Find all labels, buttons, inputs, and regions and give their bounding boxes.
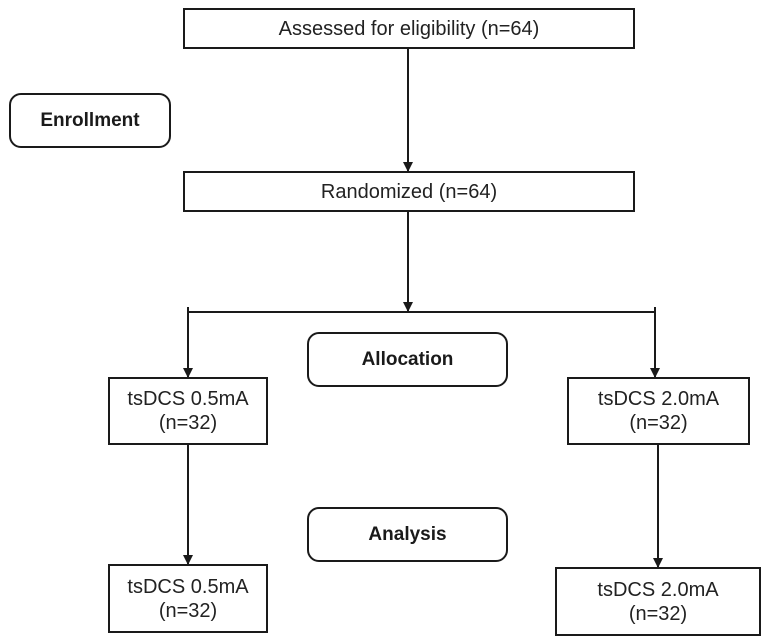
allocation-arm-right-name: tsDCS 2.0mA xyxy=(597,388,720,410)
allocation-arm-left-box: tsDCS 0.5mA (n=32) xyxy=(108,377,268,445)
analysis-arm-right-name: tsDCS 2.0mA xyxy=(597,578,719,601)
analysis-arm-right-count: (n=32) xyxy=(628,602,688,625)
assessed-for-eligibility-box: Assessed for eligibility (n=64) xyxy=(183,8,635,49)
analysis-arm-left-name: tsDCS 0.5mA xyxy=(127,575,249,598)
allocation-arm-left-name: tsDCS 0.5mA xyxy=(127,388,249,410)
phase-label-enrollment: Enrollment xyxy=(9,93,171,148)
assessed-label: Assessed for eligibility (n=64) xyxy=(278,17,540,40)
analysis-arm-left-count: (n=32) xyxy=(158,599,218,622)
phase-label-analysis: Analysis xyxy=(307,507,508,562)
phase-label-allocation: Allocation xyxy=(307,332,508,387)
randomized-label: Randomized (n=64) xyxy=(320,180,498,203)
randomized-box: Randomized (n=64) xyxy=(183,171,635,212)
allocation-arm-right-box: tsDCS 2.0mA (n=32) xyxy=(567,377,750,445)
analysis-arm-right-box: tsDCS 2.0mA (n=32) xyxy=(555,567,761,636)
allocation-arm-right-count: (n=32) xyxy=(629,412,688,434)
analysis-arm-left-box: tsDCS 0.5mA (n=32) xyxy=(108,564,268,633)
allocation-arm-left-count: (n=32) xyxy=(158,412,218,434)
